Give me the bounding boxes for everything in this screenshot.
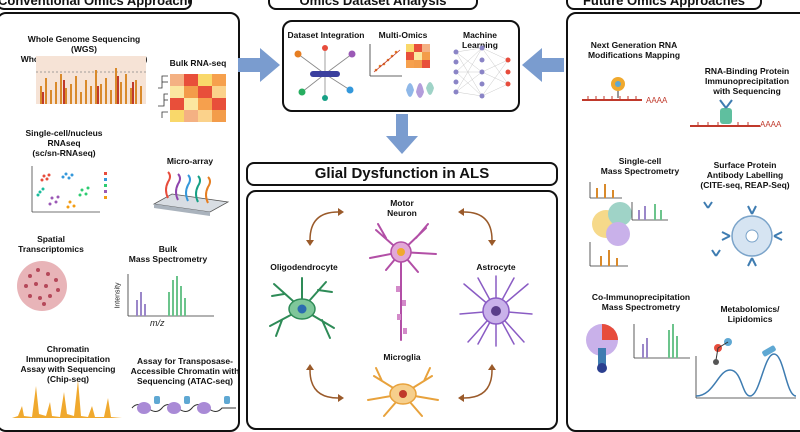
spatial-tissue-icon (17, 261, 67, 311)
microglia-label: Microglia (383, 352, 421, 362)
left-to-center-arrow (238, 48, 280, 82)
sc-ms-label: Single-cell Mass Spectrometry (600, 156, 680, 176)
rip-seq-label: RNA-Binding Protein Immunoprecipitation … (704, 66, 790, 96)
oligodendrocyte-icon (269, 277, 335, 339)
right-to-center-arrow (522, 48, 564, 82)
oligo-neuron-arrow (306, 208, 344, 246)
atac-seq-label: Assay for Transposase- Accessible Chroma… (130, 356, 240, 386)
microarray-label: Micro-array (166, 156, 214, 166)
multi-omics-chart (369, 44, 434, 98)
heatmap (158, 74, 226, 122)
spatial-label: Spatial Transcriptomics (18, 234, 84, 254)
aaaa-label-2: AAAA (760, 120, 782, 129)
integration-network (294, 45, 356, 101)
chip-seq-chart (12, 380, 122, 418)
bulk-ms-xlabel: m/z (150, 318, 165, 328)
metabolomics-label: Metabolomics/ Lipidomics (720, 304, 780, 324)
machine-learning-label: Machine Learning (462, 30, 498, 50)
umap-scatter (31, 166, 107, 213)
coip-ms-label: Co-Immunoprecipitation Mass Spectrometry (591, 292, 691, 312)
oligo-microglia-arrow (306, 364, 344, 402)
surface-protein-label: Surface Protein Antibody Labelling (CITE… (700, 160, 790, 190)
rna-mod-icon (582, 77, 642, 101)
microglia-icon (367, 367, 439, 417)
bulk-rna-label: Bulk RNA-seq (169, 58, 227, 68)
multi-omics-label: Multi-Omics (378, 30, 428, 40)
sc-rna-label: Single-cell/nucleus RNAseq (sc/sn-RNAseq… (25, 128, 103, 158)
astrocyte-icon (459, 275, 533, 347)
bulk-ms-chart (127, 274, 214, 317)
down-arrow (386, 114, 418, 154)
surface-protein-icon (703, 201, 783, 267)
dataset-analysis-header: Omics Dataset Analysis (268, 0, 478, 10)
atac-icon (131, 396, 236, 414)
astrocyte-label: Astrocyte (476, 262, 516, 272)
chip-seq-label: Chromatin Immunoprecipitation Assay with… (20, 344, 116, 384)
neural-network-icon (453, 45, 511, 99)
bulk-ms-label: Bulk Mass Spectrometry (128, 244, 208, 264)
glial-dysfunction-header: Glial Dysfunction in ALS (246, 162, 558, 186)
sc-ms-icon (589, 182, 668, 267)
oligodendrocyte-label: Oligodendrocyte (270, 262, 338, 272)
neuron-astro-arrow (458, 208, 496, 246)
dataset-integration-label: Dataset Integration (287, 30, 365, 40)
motor-neuron-icon (369, 223, 437, 341)
conventional-omics-header: Conventional Omics Approaches (0, 0, 192, 10)
ngs-rna-label: Next Generation RNA Modifications Mappin… (587, 40, 681, 60)
bulk-ms-ylabel: Intensity (114, 282, 122, 309)
wgs-chart (36, 56, 146, 104)
coip-icon (586, 324, 690, 373)
astro-microglia-arrow (458, 364, 496, 402)
microarray-icon (152, 171, 230, 216)
rip-icon (690, 99, 760, 127)
aaaa-label-1: AAAA (646, 96, 668, 105)
future-omics-header: Future Omics Approaches (566, 0, 762, 10)
metabolomics-icon (695, 338, 797, 399)
motor-neuron-label: Motor Neuron (387, 198, 417, 218)
